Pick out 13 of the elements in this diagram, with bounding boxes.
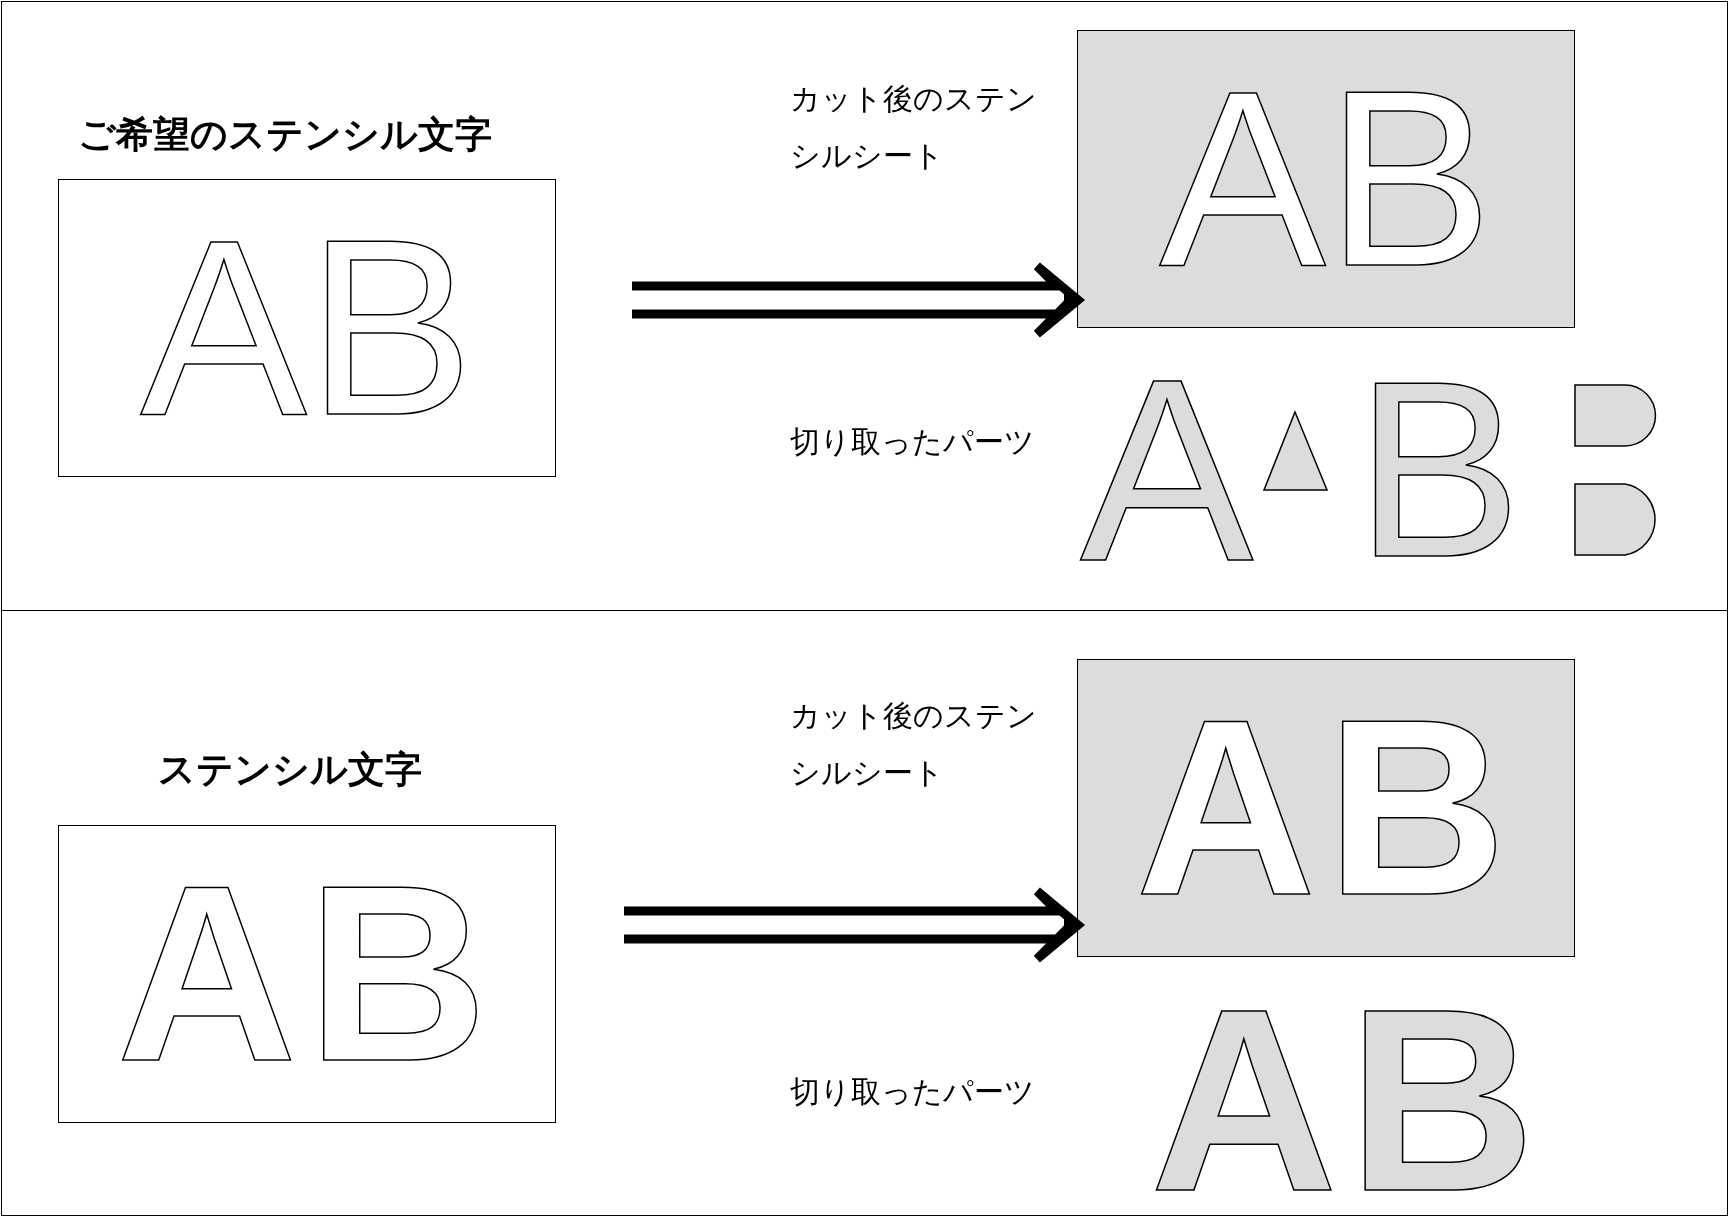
part-letters: AB [1150,970,1546,1217]
heading: ご希望のステンシル文字 [78,112,492,158]
part-letter: A [1080,340,1254,600]
part-letter: B [1355,345,1522,595]
side-label: カット後のステンシルシート [790,80,1038,175]
heading: ステンシル文字 [158,747,422,793]
parts-label: 切り取ったパーツ [790,423,1035,461]
stencil-letters: AB [116,849,498,1099]
outline-letters: AB [140,203,474,453]
stencil-letters: AB [1135,683,1517,933]
parts-label: 切り取ったパーツ [790,1073,1035,1111]
side-label: カット後のステンシルシート [790,697,1038,792]
outline-letters: AB [1159,54,1493,304]
